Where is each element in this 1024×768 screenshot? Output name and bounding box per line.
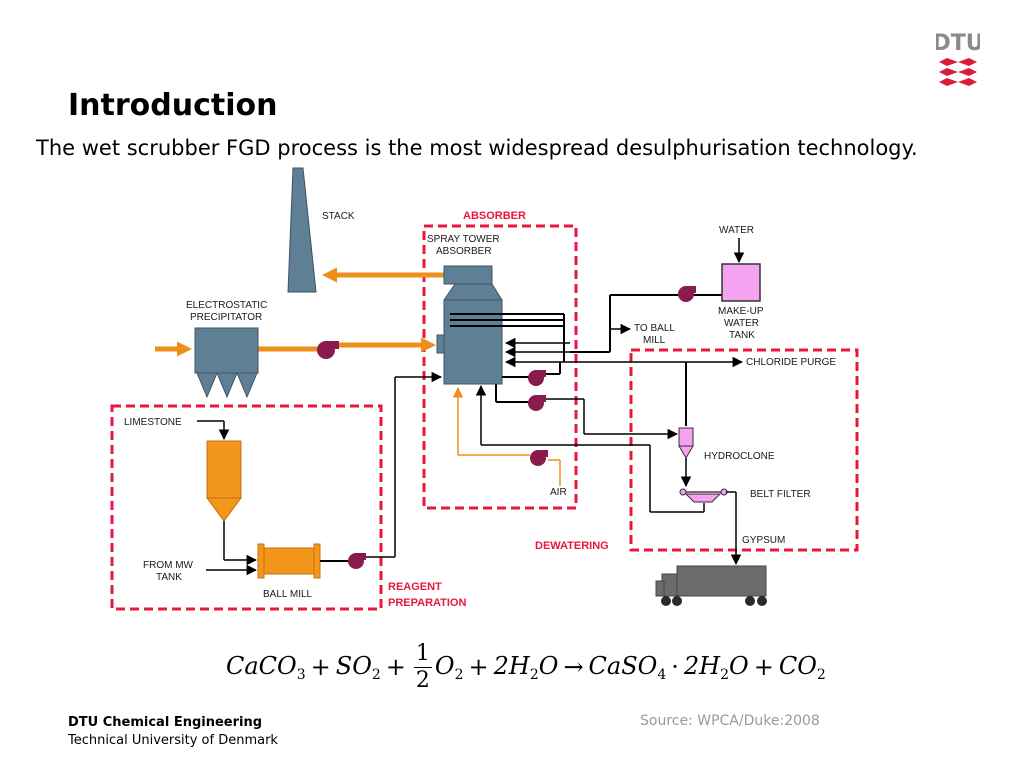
limestone-label: LIMESTONE bbox=[124, 417, 182, 428]
footer-organization: DTU Chemical Engineering bbox=[68, 715, 263, 730]
stack-label: STACK bbox=[322, 211, 355, 222]
chloride-purge-label: CHLORIDE PURGE bbox=[746, 357, 836, 368]
eq-arrow: → bbox=[563, 653, 584, 681]
eq-half-fraction: 1 2 bbox=[413, 640, 432, 693]
absorber-inlet-nozzle bbox=[436, 334, 445, 354]
source-citation: Source: WPCA/Duke:2008 bbox=[640, 713, 820, 729]
from-mw-label-1: FROM MW bbox=[143, 560, 194, 571]
esp-hopper-3 bbox=[236, 372, 258, 399]
logo-text: DTU bbox=[936, 31, 980, 56]
hydroclone-label: HYDROCLONE bbox=[704, 451, 775, 462]
stack bbox=[287, 167, 317, 293]
ball-mill-label: BALL MILL bbox=[263, 589, 313, 600]
slurry-pump bbox=[348, 553, 366, 569]
water-label: WATER bbox=[719, 225, 754, 236]
from-mw-label-2: TANK bbox=[156, 572, 182, 583]
esp-label-1: ELECTROSTATIC bbox=[186, 300, 267, 311]
logo-wave-2 bbox=[939, 68, 977, 76]
eq-co2: CO2 bbox=[778, 651, 826, 683]
absorber-outlet bbox=[443, 265, 493, 285]
limestone-silo bbox=[206, 440, 242, 499]
to-ball-mill-label-2: MILL bbox=[643, 335, 666, 346]
air-blower bbox=[530, 450, 548, 466]
hydroclone bbox=[678, 427, 694, 447]
fgd-reaction-equation: CaCO3 + SO2 + 1 2 O2 + 2H2O → CaSO4 · 2H… bbox=[226, 636, 826, 698]
absorber-vessel bbox=[443, 299, 503, 385]
footer-university: Technical University of Denmark bbox=[68, 733, 278, 748]
gypsum-truck bbox=[655, 565, 767, 606]
dewatering-section-label: DEWATERING bbox=[535, 540, 609, 552]
hydroclone-cone bbox=[678, 445, 694, 459]
absorber-section-label: ABSORBER bbox=[463, 210, 526, 222]
to-ball-mill-label-1: TO BALL bbox=[634, 323, 675, 334]
eq-plus: + bbox=[468, 653, 489, 681]
esp-label-2: PRECIPITATOR bbox=[190, 312, 262, 323]
slide-subtitle: The wet scrubber FGD process is the most… bbox=[36, 136, 918, 160]
belt-filter-label: BELT FILTER bbox=[750, 489, 811, 500]
eq-o2: O2 bbox=[434, 651, 464, 683]
slide-title: Introduction bbox=[68, 88, 278, 123]
makeup-label-3: TANK bbox=[729, 330, 755, 341]
belt-filter bbox=[679, 488, 728, 503]
eq-caco3: CaCO3 bbox=[226, 651, 306, 683]
eq-plus: + bbox=[753, 653, 774, 681]
absorber-top-cone bbox=[443, 283, 503, 301]
makeup-label-2: WATER bbox=[724, 318, 759, 329]
eq-2h2o: 2H2O bbox=[493, 651, 559, 683]
makeup-water-tank bbox=[721, 263, 761, 302]
bleed-pump-2 bbox=[528, 395, 546, 411]
esp-hopper-1 bbox=[196, 372, 218, 399]
eq-2h2o-product: 2H2O bbox=[683, 651, 749, 683]
eq-dot: · bbox=[671, 653, 679, 681]
air-label: AIR bbox=[550, 487, 567, 498]
limestone-silo-cone bbox=[206, 497, 242, 522]
makeup-label-1: MAKE-UP bbox=[718, 306, 764, 317]
absorber-section-box bbox=[422, 224, 578, 510]
eq-plus: + bbox=[310, 653, 331, 681]
ball-mill bbox=[257, 543, 321, 579]
eq-plus: + bbox=[385, 653, 406, 681]
gypsum-label: GYPSUM bbox=[742, 535, 785, 546]
bleed-pump-1 bbox=[528, 370, 546, 386]
reagent-section-label-1: REAGENT bbox=[388, 581, 442, 593]
logo-wave-3 bbox=[939, 78, 977, 86]
dtu-logo: DTU bbox=[936, 31, 980, 86]
reagent-section-label-2: PREPARATION bbox=[388, 597, 466, 609]
esp-body bbox=[194, 327, 259, 374]
spray-tower-label-1: SPRAY TOWER bbox=[427, 234, 500, 245]
dewatering-section-box bbox=[629, 348, 859, 552]
spray-tower-label-2: ABSORBER bbox=[436, 246, 492, 257]
eq-caso4: CaSO4 bbox=[588, 651, 667, 683]
reagent-section-box bbox=[110, 404, 383, 611]
eq-so2: SO2 bbox=[335, 651, 381, 683]
logo-wave-1 bbox=[939, 58, 977, 66]
esp-hopper-2 bbox=[216, 372, 238, 399]
makeup-pump bbox=[678, 286, 696, 302]
booster-fan bbox=[317, 341, 339, 359]
